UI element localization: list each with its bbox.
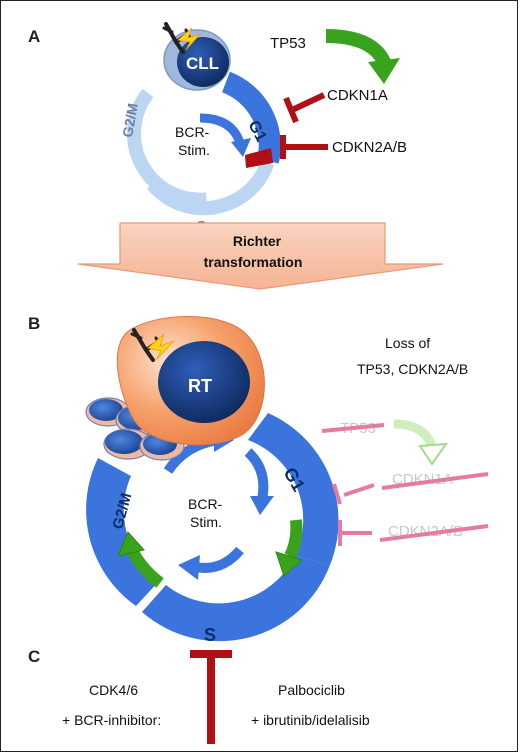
panel-a-cll-label: CLL bbox=[186, 54, 219, 73]
panel-a-inner-arrow bbox=[199, 113, 245, 145]
panel-b-tp53-strike bbox=[321, 423, 385, 433]
panel-b-g2m-arc bbox=[86, 458, 160, 606]
panel-a-activation-arrowhead bbox=[368, 58, 400, 84]
panel-a-s-arc bbox=[221, 160, 274, 212]
panel-b-lost-activation-arrow bbox=[393, 419, 437, 448]
panel-b-inner-arrow-bottom bbox=[194, 546, 244, 573]
panel-b-lost-cdkn2ab-inhibition bbox=[338, 520, 372, 546]
transformation-arrow: Richter transformation bbox=[77, 222, 444, 290]
panel-a-g2m-arc bbox=[127, 88, 208, 207]
panel-a-stim-line1: BCR- bbox=[175, 124, 210, 140]
panel-a-g1-arc bbox=[221, 71, 281, 164]
panel-c-inhibition-bar bbox=[190, 650, 232, 744]
panel-a-letter: A bbox=[28, 27, 40, 46]
panel-a-phase-g2m: G2/M bbox=[119, 102, 141, 138]
panel-a: A G1 G2/M S BCR- Stim. bbox=[28, 22, 407, 236]
panel-a-cell-cycle: G1 G2/M S BCR- Stim. bbox=[119, 71, 281, 236]
panel-b-green-arrow-g1 bbox=[284, 519, 303, 559]
transformation-line2: transformation bbox=[204, 254, 303, 270]
panel-c-left-line1: CDK4/6 bbox=[89, 682, 138, 698]
panel-b-cdkn2ab-strike bbox=[379, 524, 489, 542]
panel-a-lightning-icon bbox=[177, 27, 202, 51]
panel-b-cdkn1a-strike bbox=[381, 472, 489, 490]
panel-c-right-line2: + ibrutinib/idelalisib bbox=[251, 712, 370, 728]
panel-c: C CDK4/6 + BCR-inhibitor: Palbociclib + … bbox=[28, 647, 370, 744]
panel-a-s-arc-light bbox=[146, 179, 227, 216]
transformation-line1: Richter bbox=[233, 233, 282, 249]
panel-b-inner-arrow-right bbox=[244, 448, 269, 501]
panel-b-phase-s: S bbox=[204, 625, 216, 645]
panel-b-lightning-icon bbox=[147, 332, 175, 361]
panel-b-g1-arc bbox=[248, 413, 339, 565]
panel-a-inner-arrowhead bbox=[231, 138, 251, 157]
panel-b-loss-line2: TP53, CDKN2A/B bbox=[357, 361, 468, 377]
panel-b-letter: B bbox=[28, 314, 40, 333]
panel-a-restriction-point bbox=[245, 148, 273, 168]
panel-a-activation-arrow bbox=[325, 29, 391, 66]
panel-b-s-arc bbox=[142, 556, 330, 642]
panel-b-loss-line1: Loss of bbox=[385, 335, 430, 351]
panel-a-stim-line2: Stim. bbox=[178, 142, 210, 158]
panel-b-stim-line1: BCR- bbox=[188, 496, 223, 512]
panel-a-cdkn2ab-inhibition bbox=[280, 135, 328, 159]
panel-c-left-line2: + BCR-inhibitor: bbox=[62, 712, 161, 728]
panel-b-lost-cdkn1a-inhibition bbox=[332, 483, 375, 505]
panel-a-cdkn1a-inhibition bbox=[283, 92, 326, 124]
panel-b-rt-label: RT bbox=[188, 376, 212, 396]
panel-a-gene-cdkn1a: CDKN1A bbox=[327, 87, 388, 104]
transformation-arrow-shape bbox=[77, 222, 444, 290]
panel-b: B G1 G bbox=[28, 314, 489, 645]
panel-b-rt-nucleus bbox=[158, 341, 250, 423]
panel-b-cell-cycle: G1 G2/M S BCR- Stim. bbox=[86, 413, 339, 645]
panel-c-right-line1: Palbociclib bbox=[278, 682, 345, 698]
panel-a-gene-tp53: TP53 bbox=[270, 35, 306, 52]
panel-a-cll-nucleus bbox=[177, 37, 229, 87]
panel-b-lost-activation-arrowhead bbox=[418, 442, 449, 466]
panel-b-stim-line2: Stim. bbox=[190, 514, 222, 530]
panel-a-gene-cdkn2ab: CDKN2A/B bbox=[332, 139, 407, 156]
panel-c-letter: C bbox=[28, 647, 40, 666]
